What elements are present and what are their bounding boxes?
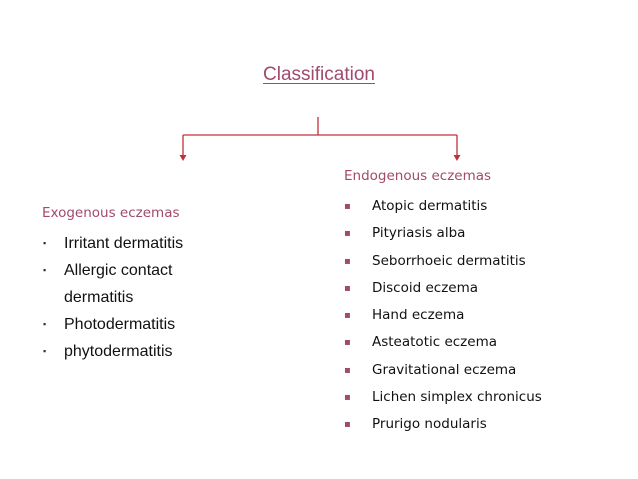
list-item-label: Prurigo nodularis (372, 416, 487, 433)
list-item: ▪ Pityriasis alba (344, 220, 624, 247)
list-item-label: Lichen simplex chronicus (372, 389, 542, 406)
bullet-icon: ▪ (43, 319, 47, 329)
list-item: ▪ Gravitational eczema (344, 357, 624, 384)
right-arrow-head (453, 155, 461, 161)
bullet-icon: ▪ (344, 419, 351, 431)
bullet-icon: ▪ (43, 346, 47, 356)
bullet-icon: ▪ (344, 392, 351, 404)
bullet-icon: ▪ (43, 238, 47, 248)
list-item-label: Pityriasis alba (372, 225, 466, 242)
list-item: ▪ Seborrhoeic dermatitis (344, 248, 624, 275)
list-item-label: Gravitational eczema (372, 361, 517, 378)
list-item: ▪ Allergic contact dermatitis (42, 257, 242, 311)
list-item: ▪ Lichen simplex chronicus (344, 384, 624, 411)
list-item-label: Photodermatitis (64, 316, 176, 333)
list-item-label: Hand eczema (372, 307, 465, 324)
list-item: ▪ Hand eczema (344, 302, 624, 329)
slide-title: Classification (263, 64, 375, 85)
list-item: ▪ Irritant dermatitis (42, 230, 242, 257)
bullet-icon: ▪ (344, 310, 351, 322)
bullet-icon: ▪ (344, 228, 351, 240)
bullet-icon: ▪ (344, 337, 351, 349)
bullet-icon: ▪ (344, 282, 351, 294)
list-item-label: Allergic contact dermatitis (64, 262, 173, 306)
exogenous-list: ▪ Irritant dermatitis ▪ Allergic contact… (42, 230, 242, 365)
list-item-label: Atopic dermatitis (372, 198, 488, 214)
list-item-label: Asteatotic eczema (372, 334, 497, 351)
exogenous-heading: Exogenous eczemas (42, 205, 180, 221)
bullet-icon: ▪ (344, 201, 351, 212)
bullet-icon: ▪ (344, 364, 351, 376)
list-item: ▪ Photodermatitis (42, 311, 242, 338)
endogenous-heading: Endogenous eczemas (344, 168, 492, 184)
list-item-label: Discoid eczema (372, 279, 479, 296)
left-arrow-head (179, 155, 187, 161)
list-item-label: phytodermatitis (64, 343, 173, 360)
list-item: ▪ phytodermatitis (42, 338, 242, 365)
list-item: ▪ Atopic dermatitis (344, 193, 624, 220)
list-item-label: Seborrhoeic dermatitis (372, 252, 526, 269)
bullet-icon: ▪ (344, 255, 351, 267)
bullet-icon: ▪ (43, 265, 47, 275)
list-item: ▪ Prurigo nodularis (344, 411, 624, 438)
list-item: ▪ Asteatotic eczema (344, 329, 624, 356)
endogenous-list: ▪ Atopic dermatitis ▪ Pityriasis alba ▪ … (344, 193, 624, 439)
list-item: ▪ Discoid eczema (344, 275, 624, 302)
list-item-label: Irritant dermatitis (64, 235, 184, 252)
